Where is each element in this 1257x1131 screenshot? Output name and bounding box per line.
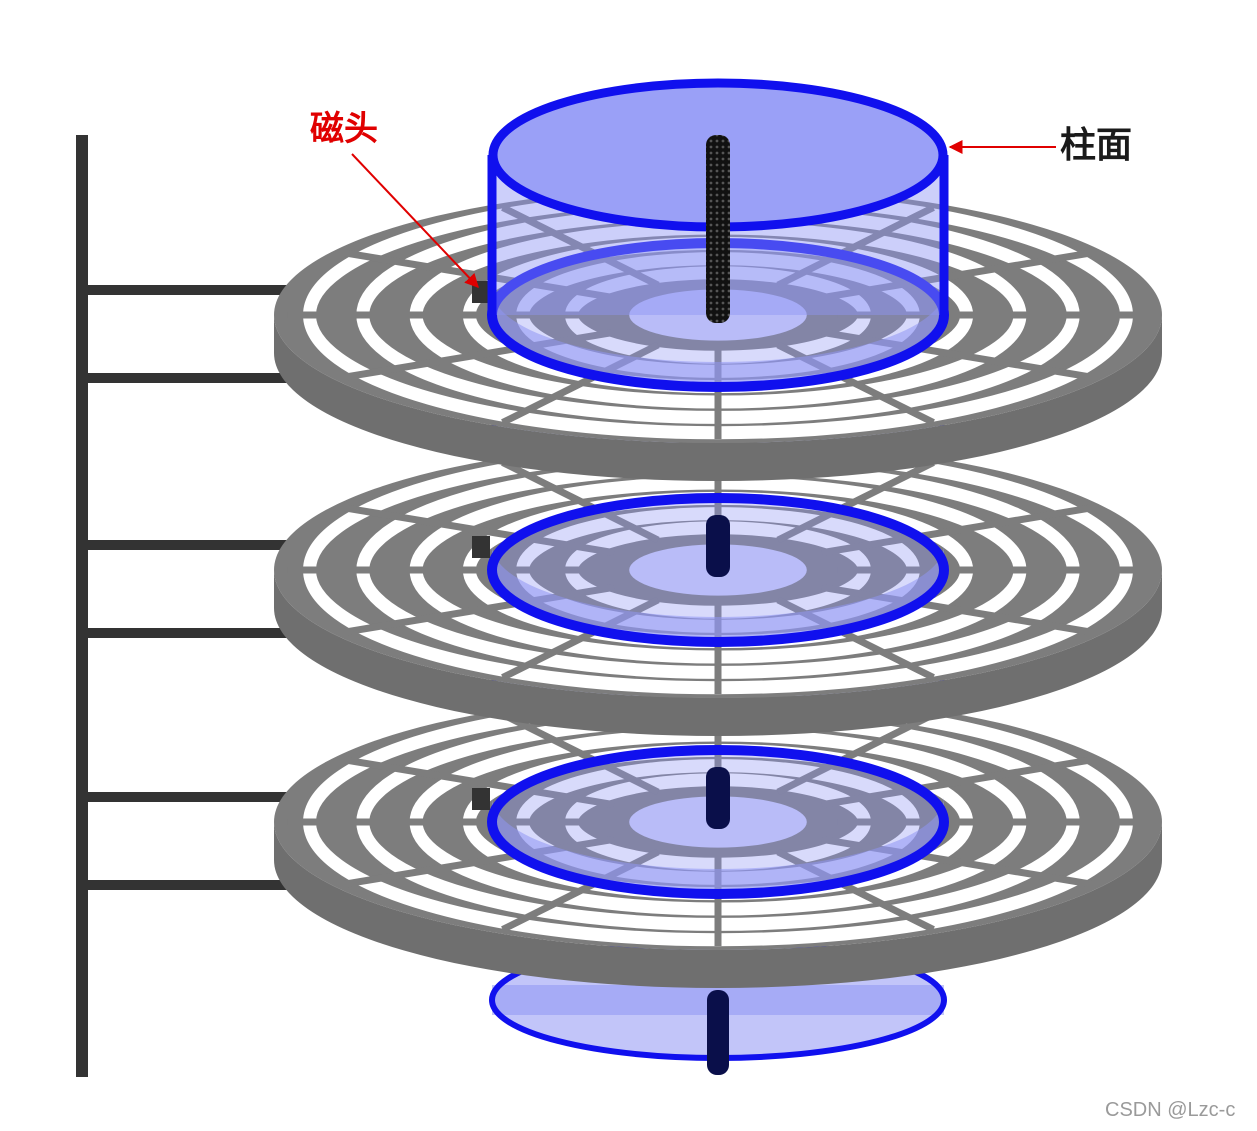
cylinder-annotation: 柱面 [948, 124, 1132, 166]
sector-spoke [344, 756, 615, 809]
sector-spoke [821, 756, 1092, 809]
head-annotation: 磁头 [310, 109, 479, 289]
sector-spoke [776, 459, 935, 544]
spindle-hub [706, 515, 730, 577]
read-head [472, 788, 490, 810]
sector-spoke [344, 504, 615, 557]
actuator-bar [76, 135, 88, 1077]
sector-spoke [501, 459, 660, 544]
head-arrow [351, 153, 479, 289]
read-arm-lower [88, 373, 288, 383]
head-label: 磁头 [310, 109, 378, 149]
sector-spoke [821, 583, 1092, 636]
sector-spoke [821, 249, 1092, 302]
sector-spoke [501, 711, 660, 796]
sector-spoke [821, 835, 1092, 888]
sector-spoke [776, 711, 935, 796]
sector-spoke [344, 835, 615, 888]
sector-spoke [821, 504, 1092, 557]
spindle-bottom [707, 990, 729, 1075]
cylinder-label: 柱面 [1060, 124, 1132, 166]
watermark: CSDN @Lzc-c [1105, 1099, 1235, 1121]
read-arm-lower [88, 880, 288, 890]
sector-spoke [501, 204, 660, 289]
spindle-hub [706, 767, 730, 829]
read-head [472, 536, 490, 558]
sector-spoke [344, 583, 615, 636]
platter [88, 425, 1162, 736]
sector-spoke [821, 328, 1092, 381]
platter-stack [88, 187, 1162, 1075]
platter [88, 680, 1162, 988]
sector-spoke [776, 204, 935, 289]
cylinder-top [487, 78, 949, 323]
sector-spoke [344, 249, 615, 302]
spindle-top [706, 135, 730, 323]
read-arm-lower [88, 628, 288, 638]
sector-spoke [344, 328, 615, 381]
